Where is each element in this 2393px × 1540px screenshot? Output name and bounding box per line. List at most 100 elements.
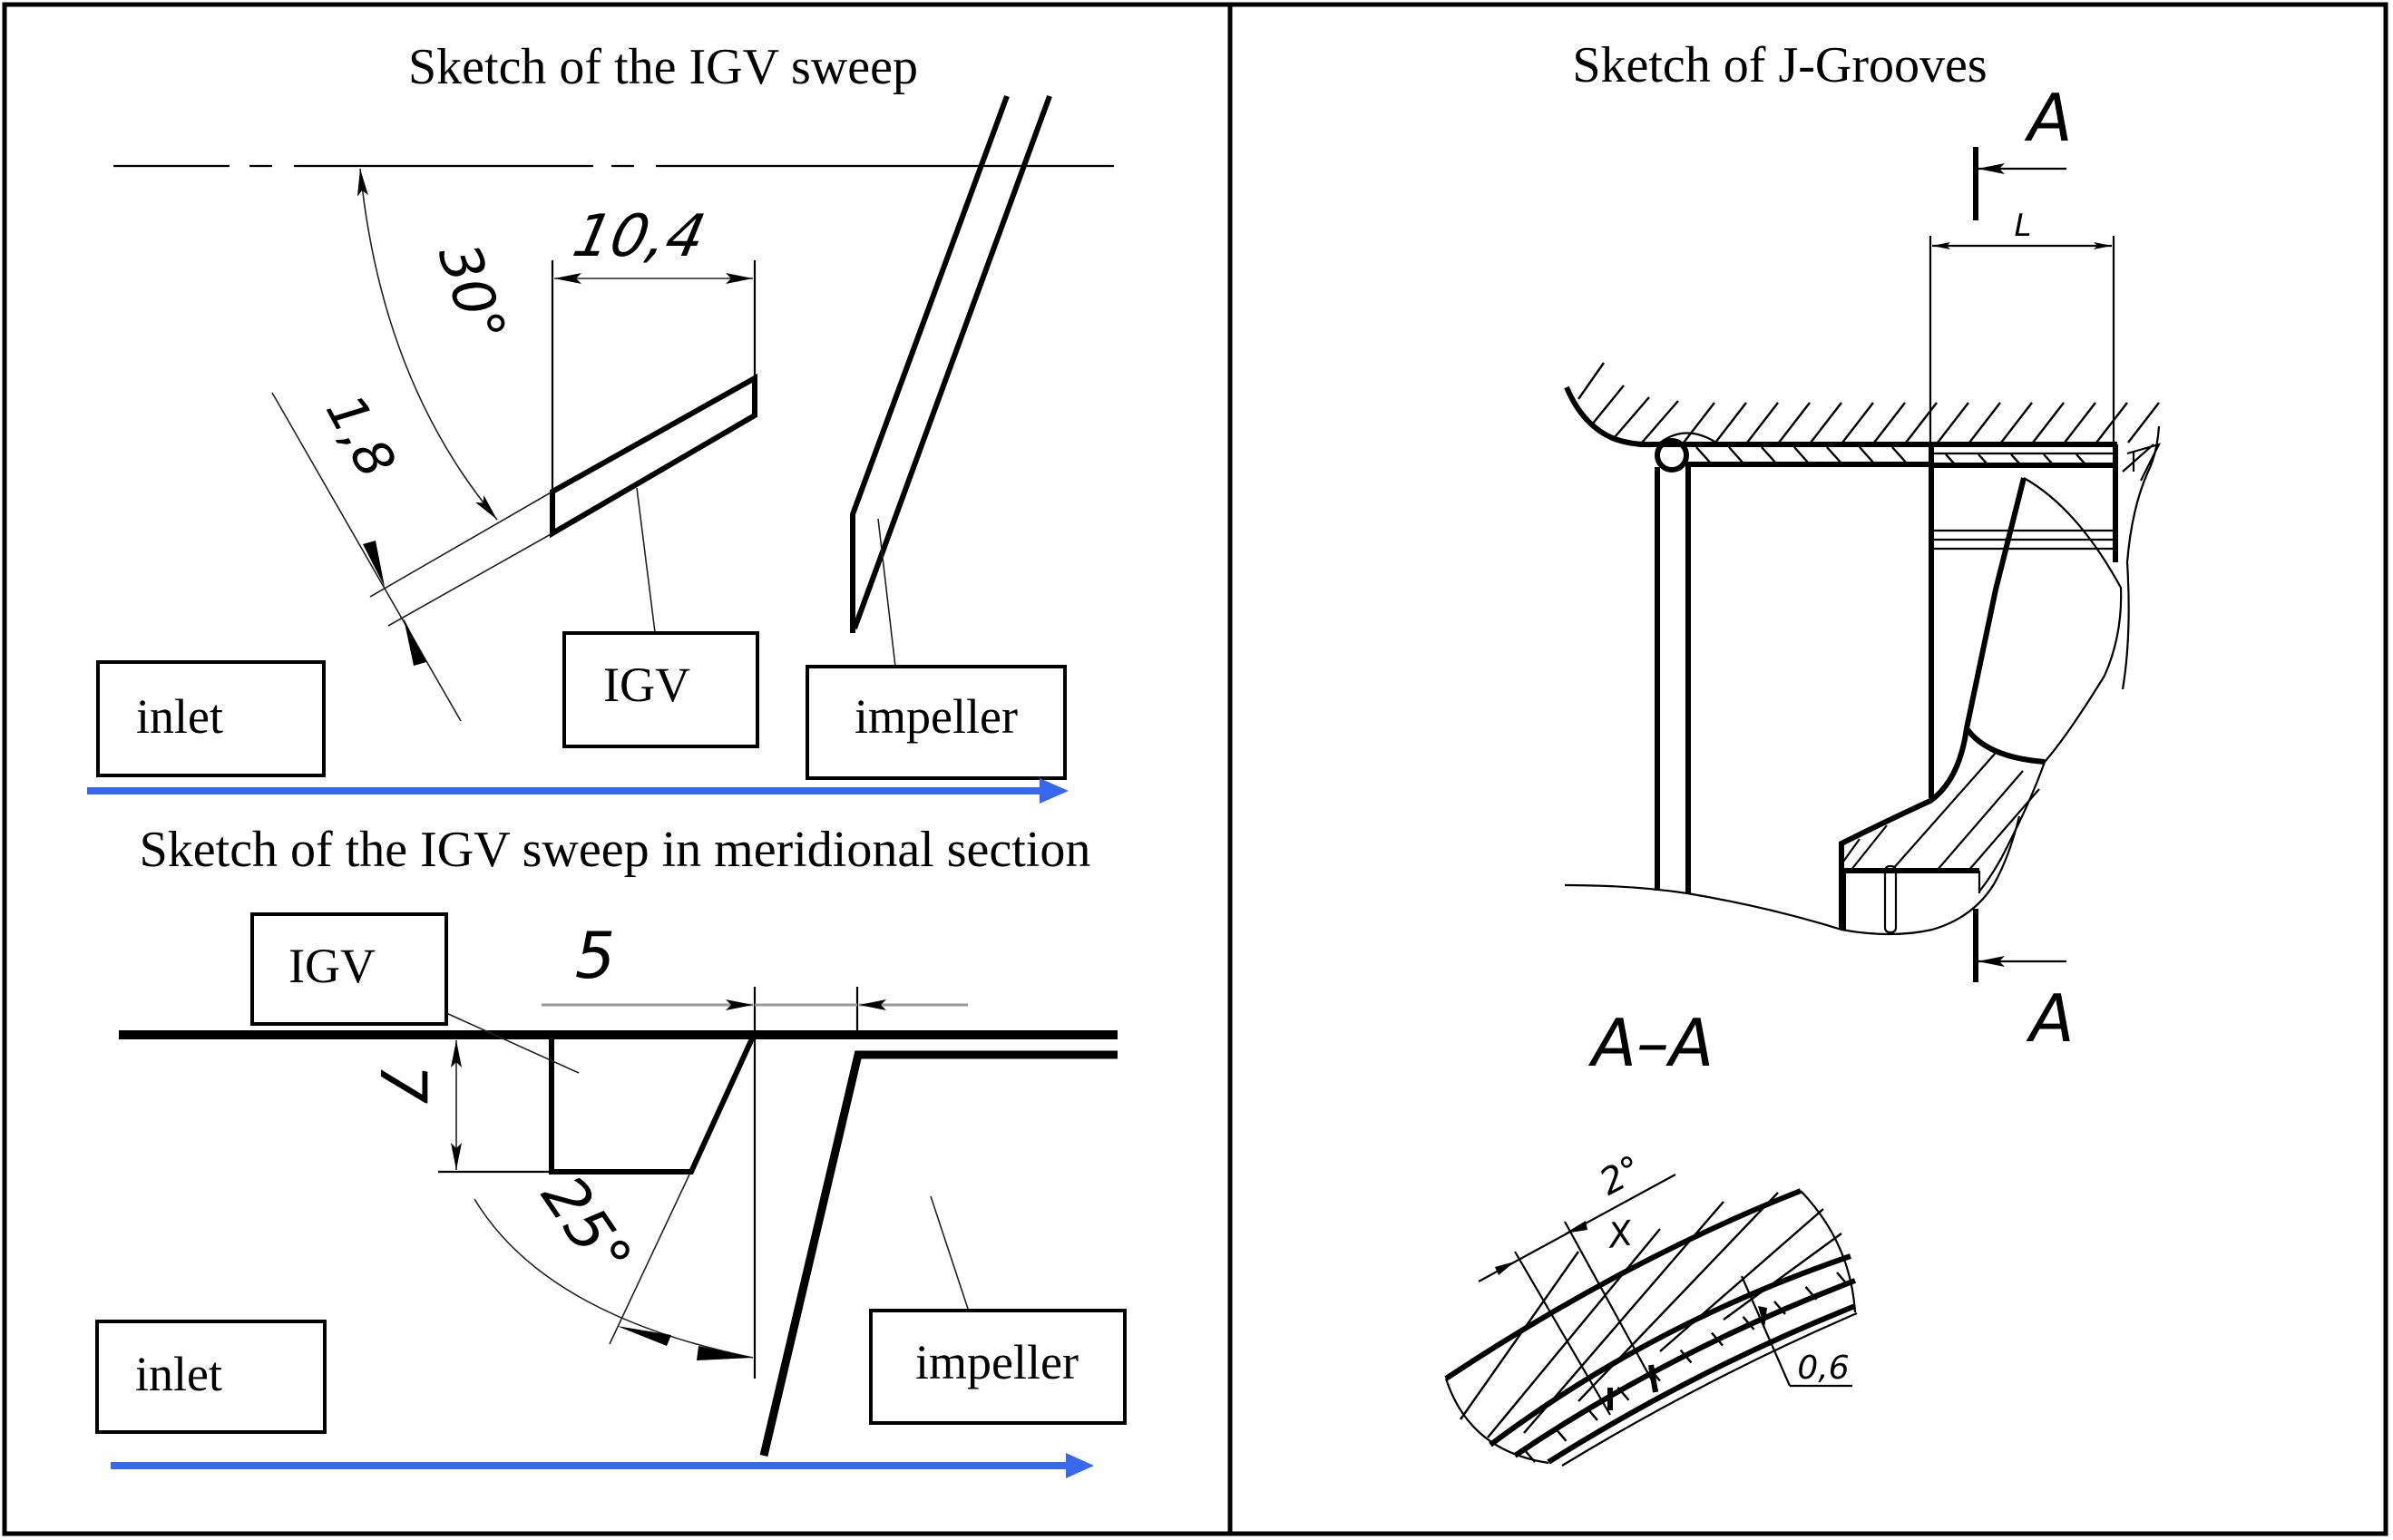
hatch-stroke bbox=[1460, 1251, 1579, 1420]
section-hatch bbox=[1460, 1192, 1842, 1438]
label-box-igv: IGV bbox=[562, 631, 759, 748]
hatch-stroke bbox=[1577, 362, 1605, 400]
igv-blade bbox=[550, 373, 757, 539]
flow-arrow-right-icon bbox=[87, 778, 1069, 804]
dimension-angle-30: 30° bbox=[425, 236, 519, 351]
hatch-stroke bbox=[1683, 402, 1715, 443]
leader-0-6-diagonal bbox=[1740, 1275, 1792, 1387]
igv-blade-profile bbox=[549, 1035, 756, 1174]
hatch-stroke bbox=[1937, 402, 1969, 443]
hatch-stroke bbox=[1826, 446, 1842, 464]
hatch-stroke bbox=[2000, 402, 2033, 443]
casing-hatch bbox=[1577, 362, 2160, 443]
hatch-stroke bbox=[1836, 1272, 1849, 1286]
impeller-blade-trailing bbox=[852, 94, 1052, 630]
hatch-stroke bbox=[1714, 402, 1747, 443]
hatch-stroke bbox=[1778, 402, 1811, 443]
band-hatch bbox=[1523, 1272, 1849, 1463]
hatch-stroke bbox=[1859, 446, 1875, 464]
blade-extension-upper bbox=[369, 491, 553, 598]
blade-root-hatch bbox=[1842, 752, 2040, 872]
hatch-stroke bbox=[1728, 446, 1744, 464]
label-impeller-meridional: impeller bbox=[915, 1335, 1079, 1389]
hub-contour bbox=[1564, 815, 2021, 936]
section-a-a-detail: 2° X 0,6 bbox=[1444, 1148, 1858, 1467]
section-band-2-bottom bbox=[1561, 1311, 1858, 1467]
hatch-stroke bbox=[1695, 446, 1712, 464]
angle-arc-25 bbox=[474, 1198, 754, 1359]
label-box-impeller-meridional: impeller bbox=[869, 1309, 1127, 1425]
hatch-stroke bbox=[2095, 402, 2128, 443]
impeller-blade-edge bbox=[1978, 477, 2123, 892]
arrow-25-left bbox=[617, 1326, 671, 1346]
hatch-stroke bbox=[1523, 1448, 1536, 1463]
leader-impeller-meridional bbox=[930, 1195, 969, 1310]
hatch-stroke bbox=[1968, 402, 2001, 443]
dimension-length-10-4: 10,4 bbox=[567, 203, 710, 270]
section-label-a-a: A–A bbox=[1588, 1005, 1714, 1081]
casing-right-detail bbox=[2121, 425, 2162, 690]
dimension-line-1-8 bbox=[271, 392, 462, 722]
angle-arc-30 bbox=[357, 168, 498, 521]
label-inlet-meridional: inlet bbox=[135, 1347, 222, 1401]
hatch-stroke bbox=[1773, 1301, 1786, 1315]
hatch-stroke bbox=[1487, 1228, 1661, 1438]
leader-impeller bbox=[877, 518, 896, 668]
dimension-depth-0-6: 0,6 bbox=[1797, 1350, 1849, 1387]
section-band-1-top bbox=[1489, 1253, 1851, 1447]
hatch-stroke bbox=[1523, 1201, 1724, 1434]
panel-j-grooves: Sketch of J-Grooves A L bbox=[1444, 37, 2162, 1467]
arrow-0-6 bbox=[1758, 1306, 1767, 1329]
hatch-stroke bbox=[1873, 402, 1906, 443]
hatch-stroke bbox=[1616, 1387, 1630, 1401]
hatch-stroke bbox=[1804, 1286, 1818, 1301]
hatch-stroke bbox=[1841, 402, 1874, 443]
panel-igv-sweep: Sketch of the IGV sweep 30° 10,4 1,8 inl… bbox=[87, 39, 1114, 804]
extension-line-x-1 bbox=[1514, 1251, 1611, 1416]
hatch-stroke bbox=[2032, 402, 2065, 443]
extension-line-25 bbox=[609, 1174, 690, 1345]
arrow-1-8-top bbox=[363, 541, 385, 587]
panel-title-igv-sweep: Sketch of the IGV sweep bbox=[408, 39, 918, 95]
shroud-bead bbox=[1655, 438, 1689, 473]
hatch-stroke bbox=[1711, 1331, 1724, 1347]
blade-neck bbox=[1964, 726, 2046, 765]
hatch-stroke bbox=[1793, 446, 1810, 464]
hatch-stroke bbox=[1891, 446, 1908, 464]
section-mark-bottom: A bbox=[2026, 980, 2074, 1057]
hatch-stroke bbox=[1659, 1208, 1824, 1352]
label-box-inlet: inlet bbox=[96, 660, 326, 777]
hatch-stroke bbox=[2064, 402, 2096, 443]
hatch-stroke bbox=[1742, 1316, 1755, 1330]
bead-cap bbox=[1659, 432, 1720, 445]
hatch-stroke bbox=[1905, 402, 1938, 443]
flow-arrow-right-icon bbox=[111, 1453, 1094, 1478]
section-right-arc bbox=[1800, 1190, 1857, 1313]
hatch-stroke bbox=[1614, 396, 1650, 438]
panel-title-igv-meridional: Sketch of the IGV sweep in meridional se… bbox=[140, 822, 1091, 878]
blade-extension-lower bbox=[387, 532, 553, 627]
label-impeller: impeller bbox=[855, 689, 1018, 744]
dimension-width-x: X bbox=[1604, 1213, 1636, 1256]
section-band-2-top bbox=[1547, 1303, 1857, 1465]
panel-igv-meridional: Sketch of the IGV sweep in meridional se… bbox=[95, 822, 1127, 1478]
impeller-blade bbox=[1839, 477, 2027, 930]
hub-pin bbox=[1883, 864, 1898, 934]
section-left-arc bbox=[1444, 1378, 1549, 1465]
hatch-stroke bbox=[1554, 1428, 1568, 1442]
hatch-stroke bbox=[2127, 402, 2160, 443]
arrow-25-right bbox=[697, 1346, 753, 1360]
hatch-stroke bbox=[1679, 1349, 1693, 1364]
arrow-1-8-bottom bbox=[404, 619, 426, 666]
label-box-impeller: impeller bbox=[806, 665, 1067, 780]
section-mark-top: A bbox=[2024, 80, 2072, 156]
dimension-height-7: 7 bbox=[366, 1064, 440, 1105]
leader-igv bbox=[636, 487, 656, 633]
hatch-stroke bbox=[1723, 1233, 1842, 1321]
leader-igv-meridional bbox=[445, 1012, 580, 1074]
dimension-thickness-1-8: 1,8 bbox=[314, 385, 407, 487]
impeller-blade-leading bbox=[850, 94, 1010, 633]
dimension-length-l: L bbox=[2015, 208, 2032, 244]
